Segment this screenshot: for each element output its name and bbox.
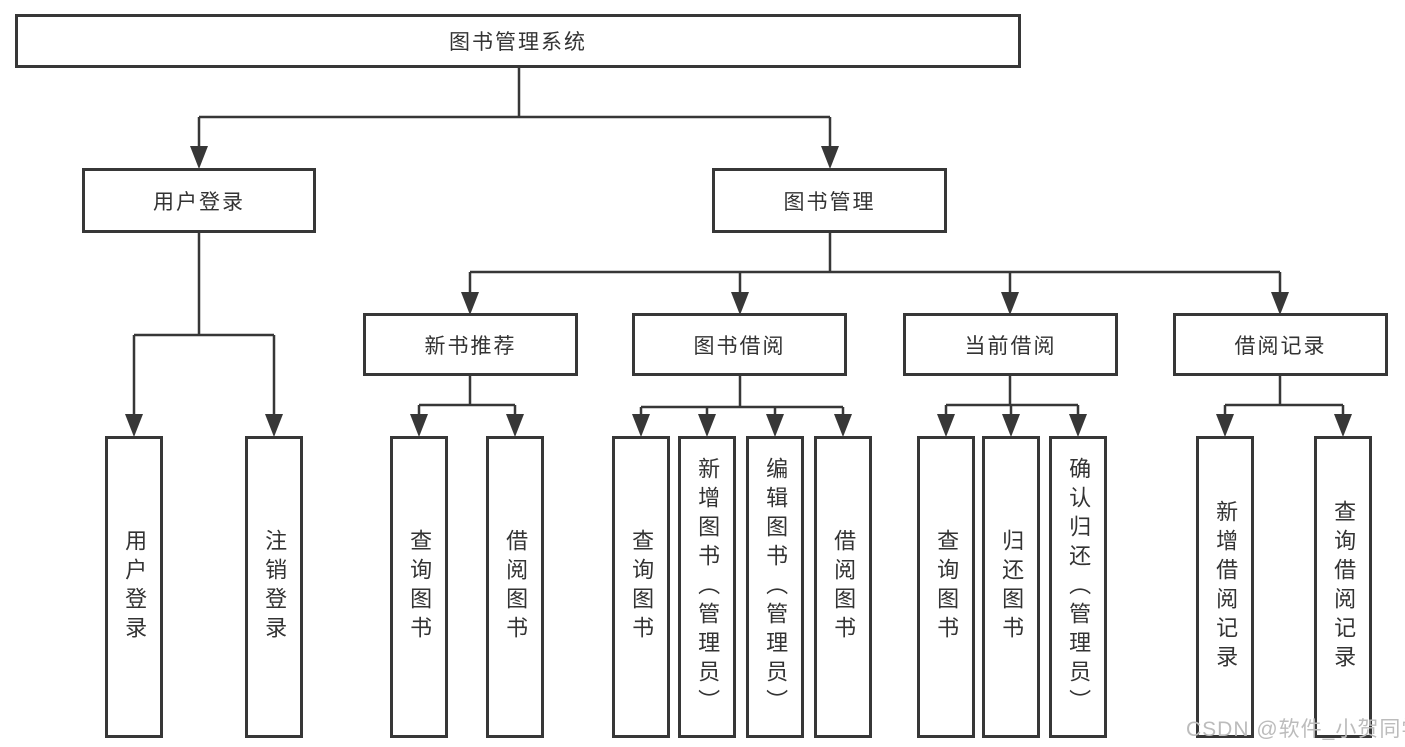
connector-new-book (417, 376, 517, 418)
leaf-borrow-books-recommend-label: 借阅图书 (503, 529, 529, 645)
node-book-management-label: 图书管理 (783, 190, 876, 214)
node-current-borrow-label: 当前借阅 (964, 334, 1057, 358)
node-new-book-recommend: 新书推荐 (363, 313, 578, 376)
node-root-label: 图书管理系统 (449, 31, 587, 54)
leaf-return-books: 归还图书 (982, 436, 1040, 738)
leaf-query-books-recommend-label: 查询图书 (407, 529, 433, 645)
node-new-book-recommend-label: 新书推荐 (424, 334, 517, 358)
csdn-watermark: CSDN @软件_小贺同学 (1186, 718, 1405, 741)
connector-current-borrow (944, 376, 1080, 418)
node-current-borrow: 当前借阅 (903, 313, 1118, 376)
connector-user-login (132, 233, 276, 418)
leaf-edit-books-admin: 编辑图书（管理员） (746, 436, 804, 738)
leaf-query-books-borrow-label: 查询图书 (629, 529, 655, 645)
leaf-borrow-books: 借阅图书 (814, 436, 872, 738)
leaf-query-books-current-label: 查询图书 (934, 529, 960, 645)
leaf-query-borrow-record: 查询借阅记录 (1314, 436, 1372, 738)
leaf-logout-label: 注销登录 (262, 529, 288, 645)
leaf-query-books-borrow: 查询图书 (612, 436, 670, 738)
node-root: 图书管理系统 (15, 14, 1021, 68)
node-book-borrow-label: 图书借阅 (693, 334, 786, 358)
leaf-add-books-admin-label: 新增图书（管理员） (695, 456, 721, 718)
leaf-return-books-label: 归还图书 (999, 529, 1025, 645)
leaf-logout: 注销登录 (245, 436, 303, 738)
leaf-edit-books-admin-label: 编辑图书（管理员） (763, 456, 789, 718)
leaf-add-borrow-record-label: 新增借阅记录 (1213, 500, 1239, 674)
leaf-confirm-return-admin-label: 确认归还（管理员） (1066, 456, 1092, 718)
connector-book-borrow (639, 376, 845, 418)
leaf-add-books-admin: 新增图书（管理员） (678, 436, 736, 738)
leaf-user-login-label: 用户登录 (122, 529, 148, 645)
connector-book-mgmt (468, 233, 1282, 296)
leaf-query-books-current: 查询图书 (917, 436, 975, 738)
leaf-borrow-books-label: 借阅图书 (831, 529, 857, 645)
node-borrow-records-label: 借阅记录 (1234, 334, 1327, 358)
leaf-confirm-return-admin: 确认归还（管理员） (1049, 436, 1107, 738)
leaf-query-borrow-record-label: 查询借阅记录 (1331, 500, 1357, 674)
leaf-borrow-books-recommend: 借阅图书 (486, 436, 544, 738)
connector-root (197, 68, 832, 150)
leaf-add-borrow-record: 新增借阅记录 (1196, 436, 1254, 738)
node-book-borrow: 图书借阅 (632, 313, 847, 376)
leaf-query-books-recommend: 查询图书 (390, 436, 448, 738)
node-user-login-label: 用户登录 (153, 190, 245, 214)
leaf-user-login: 用户登录 (105, 436, 163, 738)
connector-borrow-records (1223, 376, 1345, 418)
node-book-management: 图书管理 (712, 168, 947, 233)
node-user-login: 用户登录 (82, 168, 316, 233)
node-borrow-records: 借阅记录 (1173, 313, 1388, 376)
